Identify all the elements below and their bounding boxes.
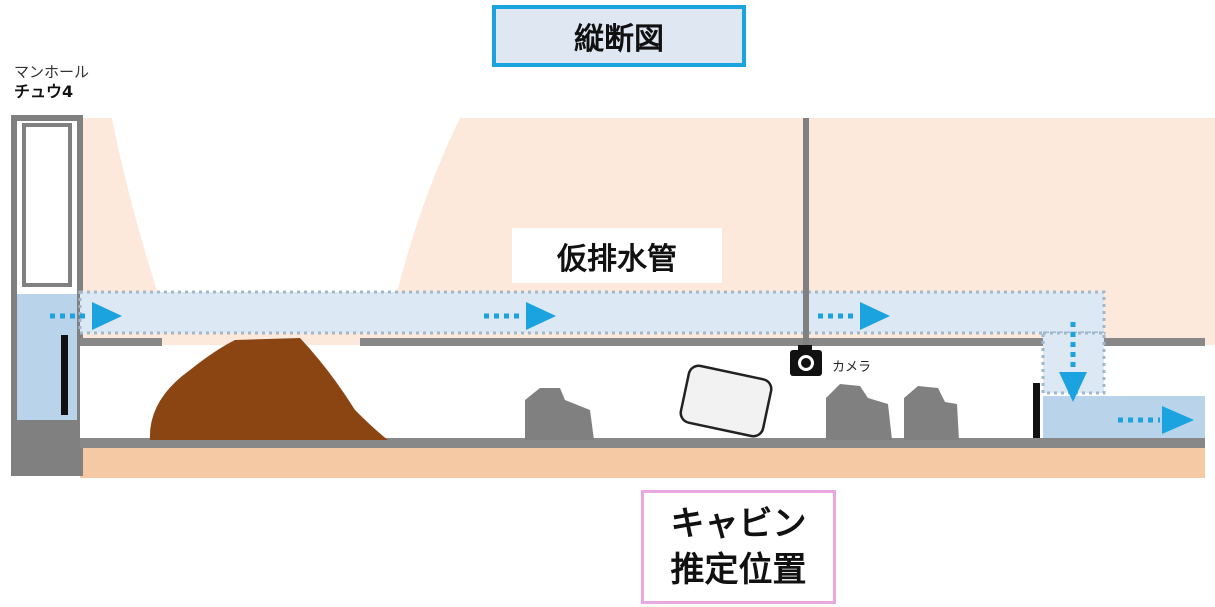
- temporary-drain-pipe: [78, 290, 1106, 335]
- flow-arrow-icon: [818, 302, 890, 330]
- pipe-top-wall-right: [360, 338, 1205, 346]
- camera-label: カメラ: [832, 360, 872, 375]
- flow-arrow-icon: [1118, 406, 1194, 434]
- cabin-estimated-position-label: キャビン 推定位置: [641, 490, 836, 604]
- rock-icon: [826, 384, 892, 440]
- flow-arrow-icon: [50, 302, 122, 330]
- manhole-label: マンホール チュウ4: [14, 62, 89, 102]
- camera-icon: [790, 345, 822, 376]
- manhole-weir: [61, 335, 68, 415]
- temporary-drain-pipe-label: 仮排水管: [512, 228, 722, 283]
- flow-arrow-icon: [1059, 322, 1087, 402]
- flow-arrow-icon: [484, 302, 556, 330]
- cabin-debris-icon: [679, 364, 773, 438]
- rock-icon: [525, 388, 594, 440]
- camera-pole: [803, 118, 809, 350]
- cabin-label-line2: 推定位置: [670, 550, 807, 590]
- outflow-weir: [1033, 383, 1040, 438]
- cabin-label-line1: キャビン: [670, 504, 807, 544]
- manhole-base: [14, 420, 80, 473]
- manhole-label-text: マンホール: [14, 63, 90, 81]
- pipe-bottom-wall: [80, 438, 1205, 448]
- debris-pile: [149, 338, 388, 440]
- rock-icon: [904, 386, 959, 440]
- diagram-title: 縦断図: [492, 5, 746, 67]
- ground-bedding: [80, 448, 1205, 478]
- manhole-inner: [22, 123, 72, 287]
- pipe-top-wall-left: [80, 338, 162, 346]
- manhole-id: チュウ4: [14, 82, 74, 101]
